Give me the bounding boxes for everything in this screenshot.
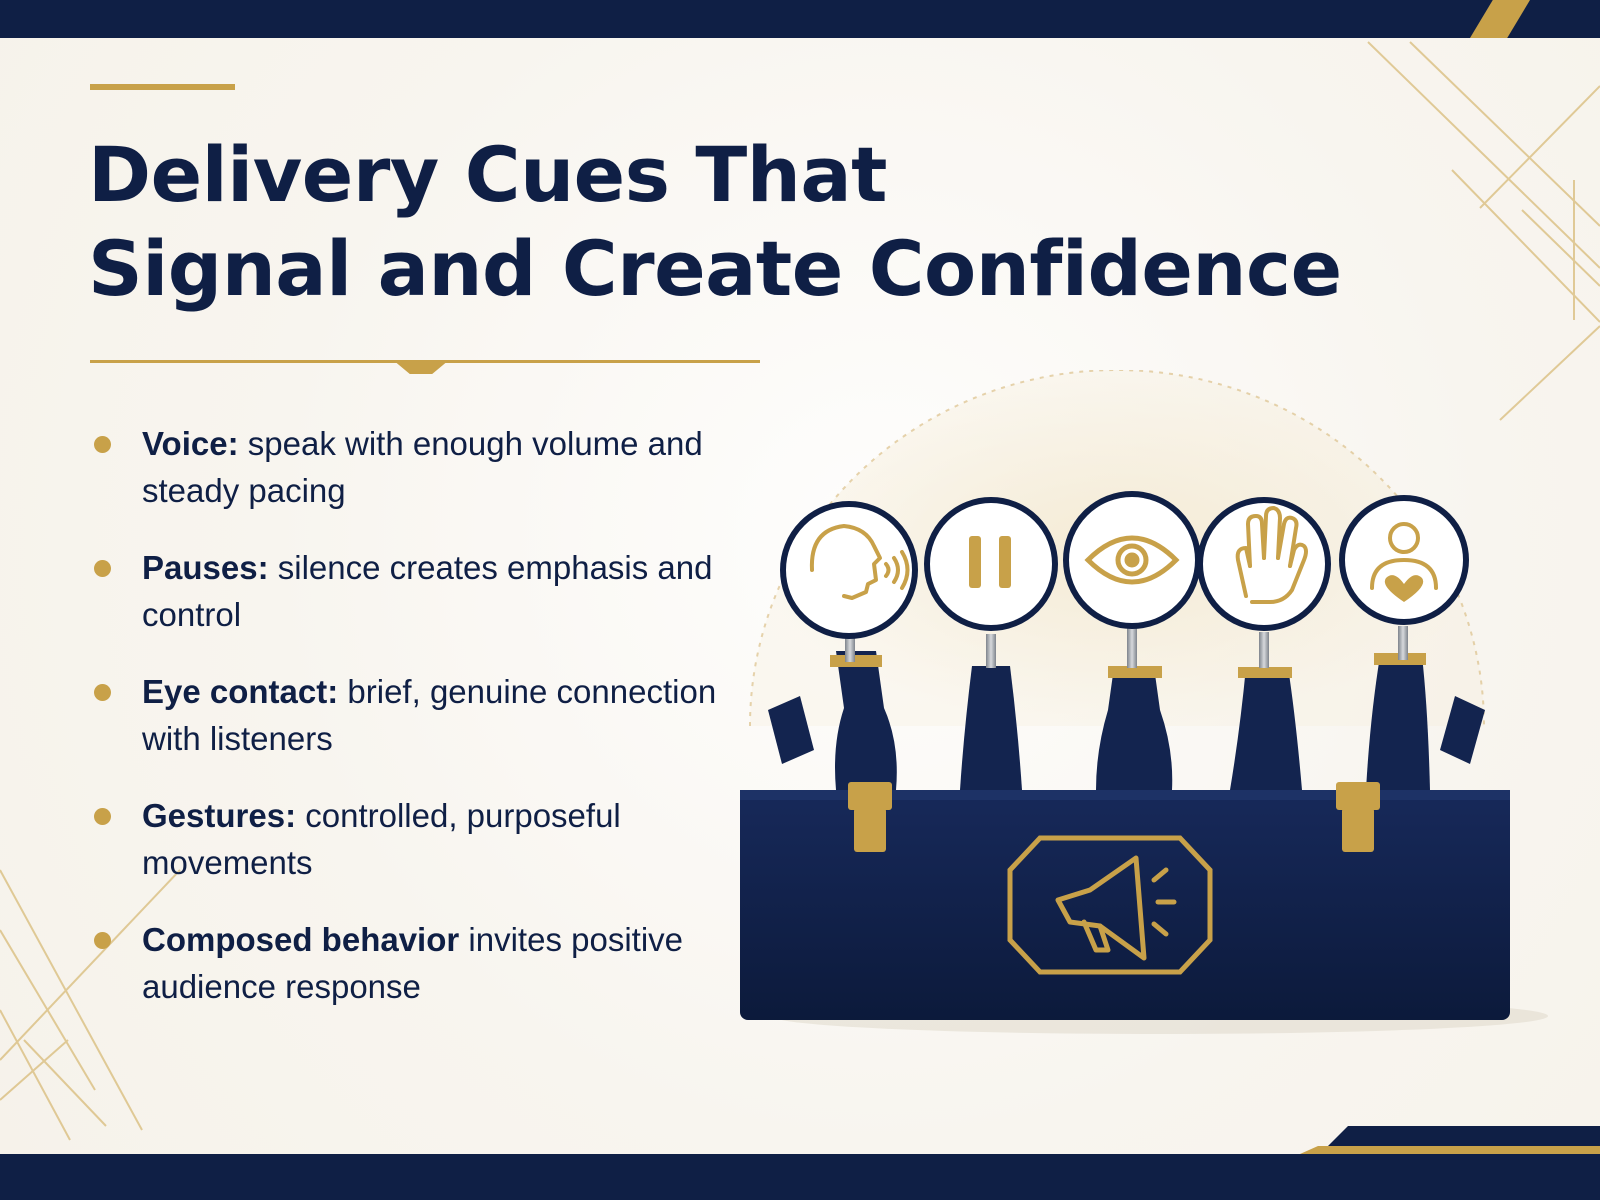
- person-heart-icon: [1370, 522, 1438, 602]
- pause-icon: [969, 536, 1011, 588]
- eye-icon: [1084, 535, 1180, 585]
- top-band: [0, 0, 1600, 38]
- cue-item-eye-contact: Eye contact: brief, genuine connection w…: [90, 668, 730, 762]
- bullet-dot: [94, 808, 111, 825]
- bullet-dot: [94, 684, 111, 701]
- cue-term: Gestures:: [142, 797, 297, 834]
- handle-1: [830, 651, 897, 790]
- cue-term: Voice:: [142, 425, 239, 462]
- bottom-band: [0, 1154, 1600, 1200]
- cue-term: Eye contact:: [142, 673, 339, 710]
- cue-text: brief, genuine connection with listeners: [142, 673, 717, 757]
- icon-dial-gesture: [1197, 497, 1331, 668]
- handle-3: [1096, 666, 1173, 790]
- bullet-dot: [94, 932, 111, 949]
- cue-item-composed-behavior: Composed behavior invites positive audie…: [90, 916, 730, 1010]
- bullet-dot: [94, 560, 111, 577]
- megaphone-icon: [1055, 855, 1177, 961]
- clasp-left: [848, 782, 892, 852]
- raised-hand-icon: [1235, 506, 1308, 604]
- cue-text: invites positive audience response: [142, 921, 684, 1005]
- cue-list: Voice: speak with enough volume and stea…: [90, 420, 730, 1040]
- bottom-gold-accent: [1300, 1146, 1600, 1154]
- divider-notch: [393, 360, 449, 374]
- speaking-head-icon: [809, 524, 910, 600]
- cue-item-gestures: Gestures: controlled, purposeful movemen…: [90, 792, 730, 886]
- cue-item-pauses: Pauses: silence creates emphasis and con…: [90, 544, 730, 638]
- toolbox: [740, 651, 1548, 1034]
- cue-item-voice: Voice: speak with enough volume and stea…: [90, 420, 730, 514]
- bullet-dot: [94, 436, 111, 453]
- cue-text: silence creates emphasis and control: [142, 549, 713, 633]
- cue-term: Pauses:: [142, 549, 269, 586]
- icon-dial-pause: [924, 497, 1058, 668]
- cue-text: controlled, purposeful movements: [142, 797, 621, 881]
- handle-2: [960, 666, 1022, 790]
- icon-dial-voice: [780, 501, 918, 662]
- cue-term: Composed behavior: [142, 921, 460, 958]
- icon-dial-composure: [1339, 495, 1469, 660]
- title-line-2: Signal and Create Confidence: [88, 224, 1342, 313]
- toolbox-illustration: [740, 370, 1548, 1034]
- cue-text: speak with enough volume and steady paci…: [142, 425, 703, 509]
- title-accent-bar: [90, 84, 235, 90]
- megaphone-emblem: [1007, 835, 1213, 975]
- page-title: Delivery Cues That Signal and Create Con…: [88, 128, 1448, 316]
- clasp-right: [1336, 782, 1380, 852]
- title-line-1: Delivery Cues That: [88, 130, 887, 219]
- handle-4: [1230, 667, 1302, 790]
